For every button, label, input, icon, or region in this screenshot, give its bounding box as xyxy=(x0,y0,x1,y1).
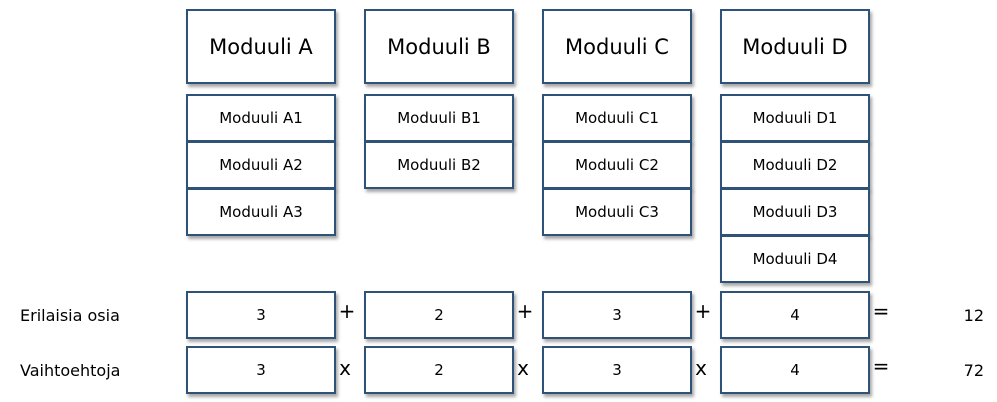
parts-count-d: 4 xyxy=(720,291,870,339)
module-a-header: Moduuli A xyxy=(186,9,336,84)
parts-count-a: 3 xyxy=(186,291,336,339)
options-count-c: 3 xyxy=(542,346,692,394)
options-count-d: 4 xyxy=(720,346,870,394)
submodule-b1: Moduuli B1 xyxy=(364,94,514,142)
submodule-d4: Moduuli D4 xyxy=(720,235,870,283)
times-operator: x xyxy=(695,356,707,380)
row-label-parts: Erilaisia osia xyxy=(20,305,120,325)
plus-operator: + xyxy=(694,299,712,323)
submodule-a3: Moduuli A3 xyxy=(186,188,336,236)
times-operator: x xyxy=(517,356,529,380)
parts-count-c: 3 xyxy=(542,291,692,339)
submodule-d2: Moduuli D2 xyxy=(720,141,870,189)
equals-operator: = xyxy=(872,354,890,378)
submodule-a1: Moduuli A1 xyxy=(186,94,336,142)
equals-operator: = xyxy=(872,299,890,323)
submodule-c2: Moduuli C2 xyxy=(542,141,692,189)
parts-total: 12 xyxy=(963,305,984,325)
module-c-header: Moduuli C xyxy=(542,9,692,84)
module-d-header: Moduuli D xyxy=(720,9,870,84)
submodule-c3: Moduuli C3 xyxy=(542,188,692,236)
submodule-c1: Moduuli C1 xyxy=(542,94,692,142)
plus-operator: + xyxy=(516,299,534,323)
times-operator: x xyxy=(339,356,351,380)
options-count-b: 2 xyxy=(364,346,514,394)
row-label-options: Vaihtoehtoja xyxy=(20,360,121,380)
submodule-d3: Moduuli D3 xyxy=(720,188,870,236)
parts-count-b: 2 xyxy=(364,291,514,339)
submodule-b2: Moduuli B2 xyxy=(364,141,514,189)
options-count-a: 3 xyxy=(186,346,336,394)
options-total: 72 xyxy=(963,360,984,380)
plus-operator: + xyxy=(338,299,356,323)
submodule-a2: Moduuli A2 xyxy=(186,141,336,189)
submodule-d1: Moduuli D1 xyxy=(720,94,870,142)
module-b-header: Moduuli B xyxy=(364,9,514,84)
